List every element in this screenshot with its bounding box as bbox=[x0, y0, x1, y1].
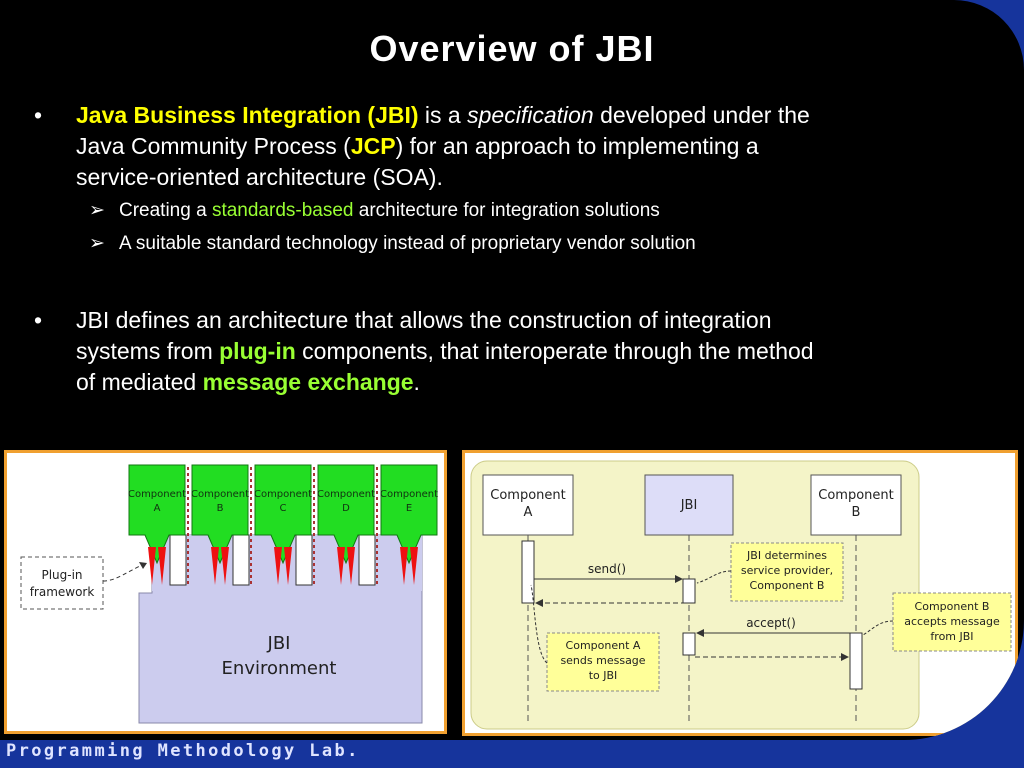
note1-pointer bbox=[696, 570, 732, 584]
text-span: is a bbox=[418, 102, 468, 128]
jbi-environment-label-1: JBI bbox=[267, 633, 291, 654]
text-span: architecture for integration solutions bbox=[353, 200, 660, 221]
jbi-environment-label-2: Environment bbox=[222, 658, 337, 679]
slide-title: Overview of JBI bbox=[369, 28, 655, 69]
note3-line-3: to JBI bbox=[589, 669, 618, 682]
specification-term: specification bbox=[467, 102, 594, 128]
plugin-framework-label-1: Plug-in bbox=[41, 568, 82, 582]
plugin-callout-arrowhead bbox=[139, 562, 147, 569]
text-span: Creating a bbox=[119, 200, 212, 221]
component-b-activation bbox=[849, 632, 863, 690]
component-b-lifeline-head bbox=[810, 474, 902, 536]
plugin-architecture-diagram: Component A Component B Component C Comp… bbox=[20, 464, 438, 724]
text-span: of mediated bbox=[76, 369, 203, 395]
footer-lab-name: Programming Methodology Lab. bbox=[6, 741, 360, 761]
standards-based-term: standards-based bbox=[211, 200, 354, 221]
message-exchange-term: message exchange bbox=[202, 369, 414, 395]
sequence-diagram-figure: Component A JBI Component B send() bbox=[462, 450, 1018, 736]
plugin-framework-callout bbox=[20, 556, 104, 610]
plugin-framework-label-2: framework bbox=[30, 585, 95, 599]
bullet-2-line-1: JBI defines an architecture that allows … bbox=[76, 307, 772, 333]
bullet-1-text: Java Business Integration (JBI) is a spe… bbox=[76, 100, 1006, 193]
bullet-1-line-1: Java Business Integration (JBI) is a spe… bbox=[76, 100, 1006, 131]
jbi-activation-1 bbox=[682, 578, 696, 604]
connector-stripes bbox=[187, 467, 378, 585]
jbi-head-label: JBI bbox=[680, 498, 698, 513]
note2-pointer bbox=[862, 620, 894, 636]
sub-bullet-1-text: Creating a standards-based architecture … bbox=[119, 199, 660, 223]
bullet-2-line-3: of mediated message exchange. bbox=[76, 367, 1006, 398]
jbi-determines-note bbox=[730, 542, 844, 602]
component-a-lifeline-head bbox=[482, 474, 574, 536]
component-a-head-label-2: A bbox=[524, 505, 533, 520]
bullet-1-marker: • bbox=[34, 102, 43, 128]
bullet-2-marker: • bbox=[34, 307, 43, 333]
jbi-activation-2 bbox=[682, 632, 696, 656]
component-a-label-2: A bbox=[154, 503, 161, 514]
note2-line-2: accepts message bbox=[904, 615, 1000, 628]
sub-bullet-1-marker: ➢ bbox=[89, 200, 105, 221]
plug-in-term: plug-in bbox=[219, 338, 296, 364]
accept-return-arrowhead bbox=[841, 653, 849, 661]
component-a-head-label-1: Component bbox=[490, 488, 565, 503]
component-b-label-1: Component bbox=[191, 489, 249, 500]
component-c-label-1: Component bbox=[254, 489, 312, 500]
text-span: . bbox=[413, 369, 420, 395]
component-a-label-1: Component bbox=[128, 489, 186, 500]
jbi-term: Java Business Integration (JBI) bbox=[76, 102, 419, 128]
bullet-1-line-2: Java Community Process (JCP) for an appr… bbox=[76, 131, 1006, 162]
jcp-term: JCP bbox=[350, 133, 396, 159]
bullet-2-text: JBI defines an architecture that allows … bbox=[76, 305, 1006, 398]
slide-canvas: Overview of JBI • Java Business Integrat… bbox=[0, 0, 1024, 740]
component-b-accepts-note bbox=[892, 592, 1012, 652]
page-number: 11 bbox=[994, 730, 1007, 740]
sub-bullet-2-marker: ➢ bbox=[89, 233, 105, 254]
bullet-2-line-2: systems from plug-in components, that in… bbox=[76, 336, 1006, 367]
component-a-sends-note bbox=[546, 632, 660, 692]
note1-line-3: Component B bbox=[750, 579, 825, 592]
note3-line-2: sends message bbox=[560, 654, 645, 667]
component-e-label-1: Component bbox=[380, 489, 438, 500]
accept-label: accept() bbox=[746, 616, 796, 630]
component-b-head-label-1: Component bbox=[818, 488, 893, 503]
sub-bullet-2-text: A suitable standard technology instead o… bbox=[119, 233, 696, 254]
note2-line-1: Component B bbox=[915, 600, 990, 613]
component-e-label-2: E bbox=[406, 503, 412, 514]
component-d-label-1: Component bbox=[317, 489, 375, 500]
plugin-callout-arrow bbox=[102, 562, 148, 582]
text-span: Java Community Process ( bbox=[76, 133, 351, 159]
note1-line-1: JBI determines bbox=[746, 549, 827, 562]
note2-line-3: from JBI bbox=[930, 630, 973, 643]
send-label: send() bbox=[588, 562, 626, 576]
text-span: systems from bbox=[76, 338, 220, 364]
text-span: components, that interoperate through th… bbox=[295, 338, 814, 364]
component-c-label-2: C bbox=[280, 503, 287, 514]
red-arrows bbox=[148, 547, 418, 585]
sequence-diagram: Component A JBI Component B send() bbox=[470, 460, 1012, 730]
accept-arrowhead bbox=[696, 629, 704, 637]
component-b-label-2: B bbox=[217, 503, 224, 514]
jbi-lifeline-head bbox=[644, 474, 734, 536]
send-arrowhead bbox=[675, 575, 683, 583]
component-d-label-2: D bbox=[342, 503, 350, 514]
send-return-arrowhead bbox=[535, 599, 543, 607]
note1-line-2: service provider, bbox=[741, 564, 833, 577]
component-b-head-label-2: B bbox=[852, 505, 861, 520]
text-span: ) for an approach to implementing a bbox=[395, 133, 759, 159]
note3-line-1: Component A bbox=[566, 639, 641, 652]
text-span: developed under the bbox=[593, 102, 810, 128]
note3-pointer bbox=[530, 584, 548, 664]
bullet-1-line-3: service-oriented architecture (SOA). bbox=[76, 164, 443, 190]
plugin-architecture-figure: Component A Component B Component C Comp… bbox=[4, 450, 447, 734]
